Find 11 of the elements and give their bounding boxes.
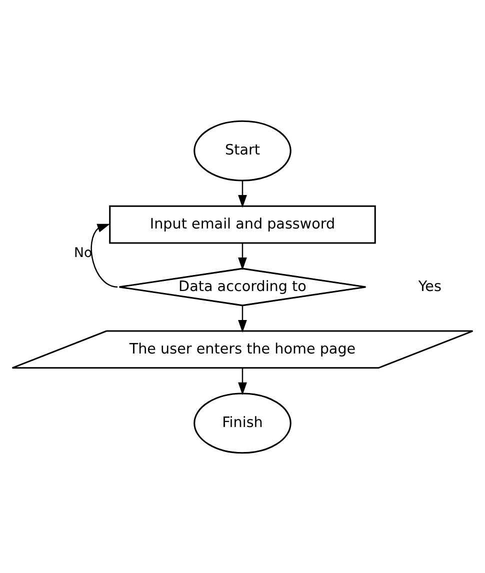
label: Yes <box>418 278 442 294</box>
arrow <box>90 223 118 288</box>
arrow <box>238 305 247 332</box>
node-ellipse: Finish <box>194 392 292 454</box>
arrow <box>238 180 247 208</box>
arrow <box>238 368 247 395</box>
edge-label: No <box>74 245 92 260</box>
node-diamond: Data according to <box>118 267 366 306</box>
node-box: Input email and password <box>109 204 376 244</box>
node-ellipse: Start <box>194 120 292 181</box>
arrow <box>238 242 247 270</box>
